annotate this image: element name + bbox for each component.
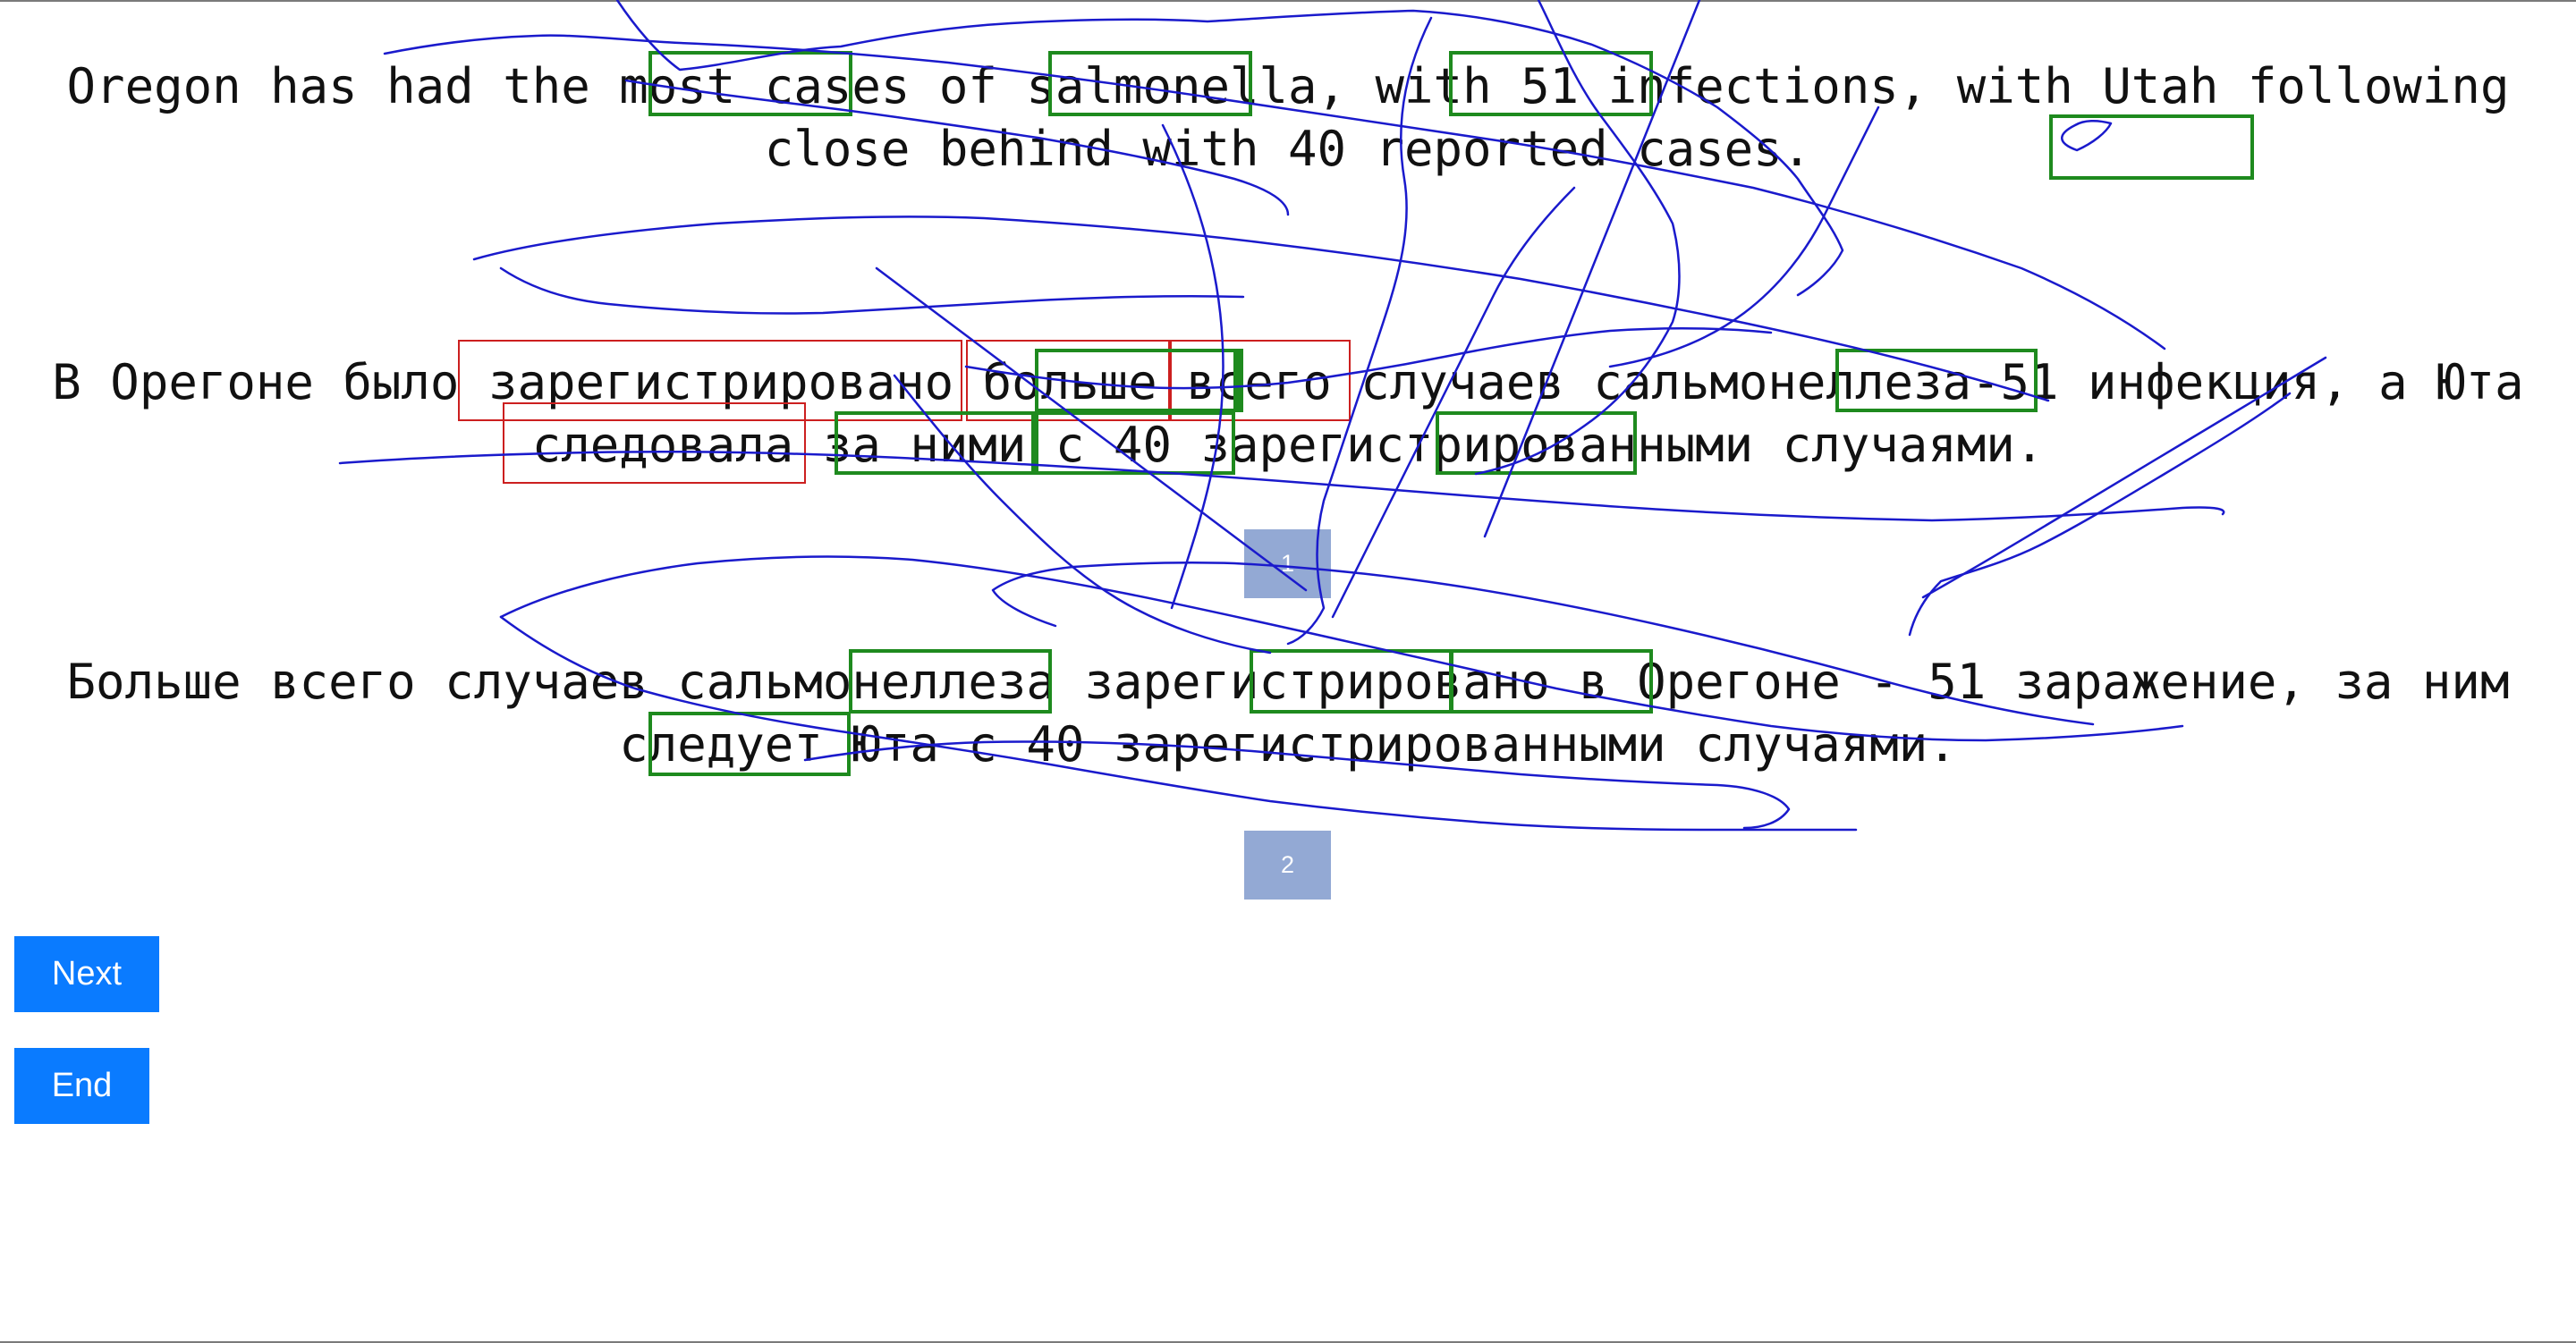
highlight-box[interactable]: [1236, 349, 1243, 412]
highlight-box[interactable]: [1035, 349, 1237, 412]
highlight-box[interactable]: [648, 712, 851, 776]
highlight-box[interactable]: [1449, 51, 1653, 116]
translation-number-badge-2[interactable]: 2: [1244, 831, 1331, 900]
end-button[interactable]: End: [14, 1048, 149, 1124]
highlight-box[interactable]: [1048, 51, 1252, 116]
highlight-box[interactable]: [1835, 349, 2038, 412]
highlight-box[interactable]: [1450, 649, 1653, 714]
highlight-box[interactable]: [849, 649, 1052, 714]
top-border: [0, 0, 2576, 2]
translation-number-badge-1[interactable]: 1: [1244, 529, 1331, 598]
highlight-box[interactable]: [648, 51, 852, 116]
next-button[interactable]: Next: [14, 936, 159, 1012]
highlight-box[interactable]: [2049, 114, 2254, 180]
highlight-box[interactable]: [1250, 649, 1453, 714]
highlight-box[interactable]: [1035, 411, 1235, 475]
highlight-box[interactable]: [1436, 411, 1637, 475]
bottom-border: [0, 1341, 2576, 1343]
highlight-box[interactable]: [835, 411, 1035, 475]
error-box[interactable]: [503, 402, 806, 484]
scribble-stroke: [499, 266, 1245, 315]
